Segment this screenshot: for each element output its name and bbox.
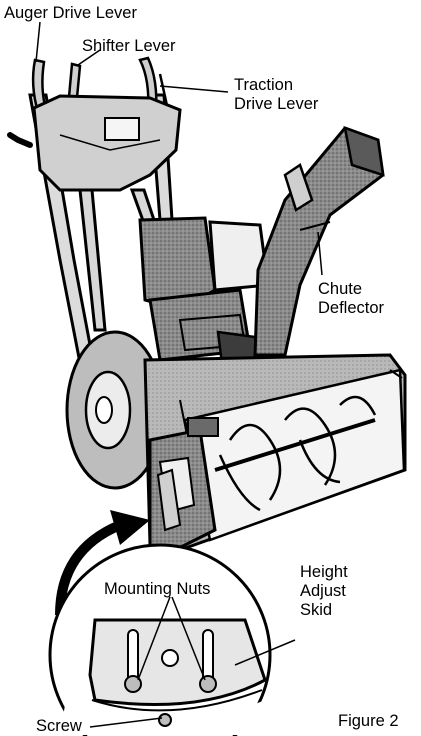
wheel xyxy=(65,330,165,490)
detail-circle xyxy=(48,543,272,736)
height-adjust-skid-line-2: Adjust xyxy=(300,582,346,600)
traction-drive-lever-line-2: Drive Lever xyxy=(234,95,319,113)
control-panel xyxy=(32,94,182,192)
discharge-chute xyxy=(253,126,385,357)
height-adjust-skid-line-3: Skid xyxy=(300,601,333,619)
chute-deflector-label: Chute Deflector xyxy=(318,280,384,318)
augers xyxy=(214,395,377,512)
traction-drive-lever-line-1: Traction xyxy=(234,76,293,94)
curved-arrow-icon xyxy=(55,510,150,616)
leader-lines xyxy=(35,21,323,728)
skid-small xyxy=(156,468,182,532)
mounting-nuts-label: Mounting Nuts xyxy=(104,580,211,598)
auger-drive-lever-label: Auger Drive Lever xyxy=(4,4,137,22)
height-adjust-skid-line-1: Height xyxy=(300,563,348,581)
traction-drive-lever-label: Traction Drive Lever xyxy=(234,76,318,114)
chute-deflector-line-1: Chute xyxy=(318,280,363,298)
chute-deflector-line-2: Deflector xyxy=(318,299,385,317)
shifter-lever-label: Shifter Lever xyxy=(82,37,176,55)
height-adjust-skid-label: Height Adjust Skid xyxy=(300,563,348,620)
figure-caption: Figure 2 xyxy=(338,712,399,730)
engine xyxy=(138,216,272,390)
screw-label: Screw xyxy=(36,717,82,735)
